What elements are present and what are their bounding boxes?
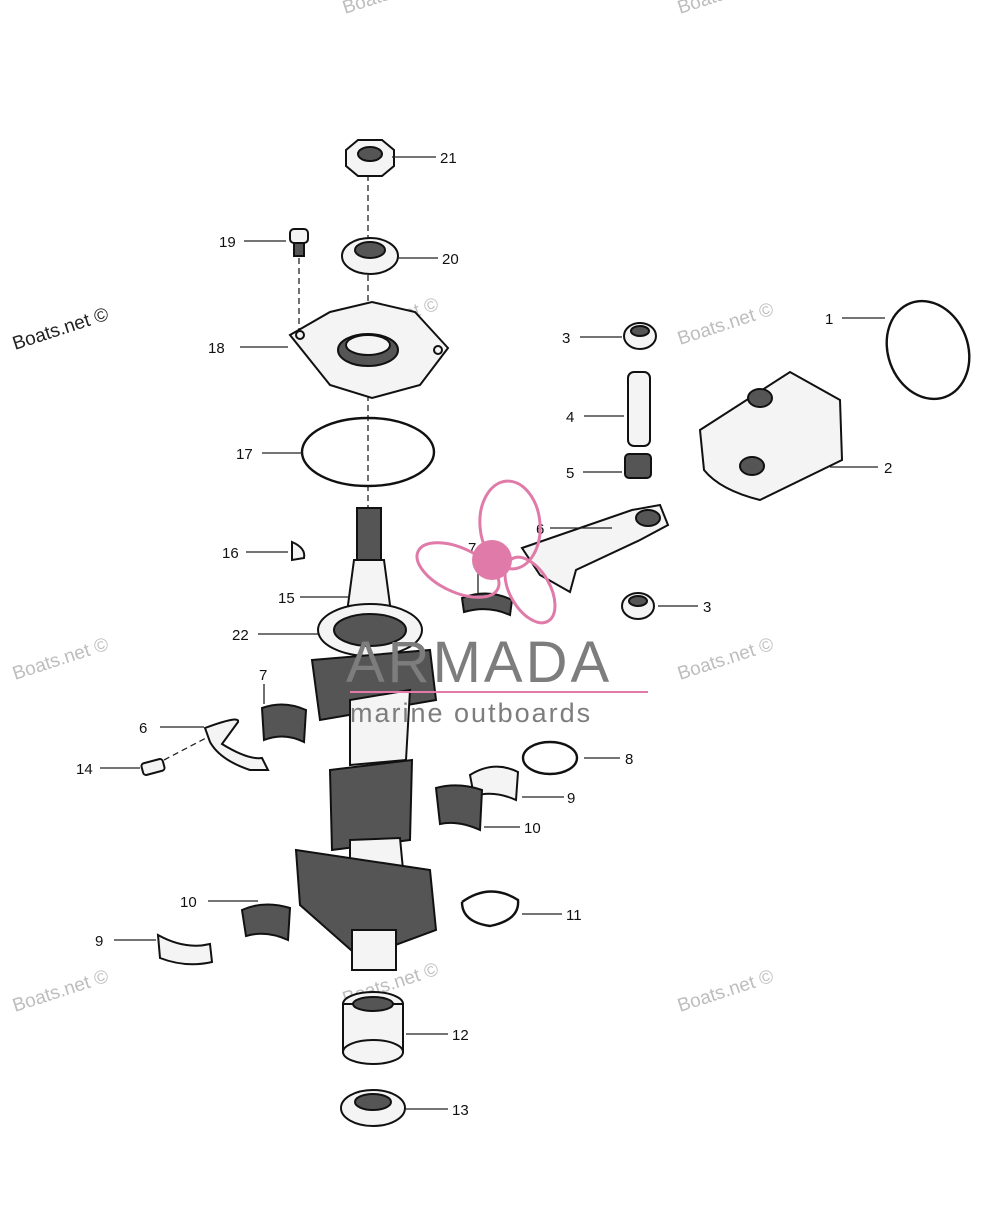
woodruff-key-part [291,540,306,562]
lower-seal-part [340,1089,406,1127]
connecting-rod-part [520,503,670,594]
callout-10: 10 [524,820,541,837]
watermark: Boats.net © [675,966,776,1017]
callout-6: 6 [139,720,147,737]
callout-20: 20 [442,251,459,268]
rod-bearing-cage-part [460,592,514,617]
callout-12: 12 [452,1027,469,1044]
callout-1: 1 [825,311,833,328]
callout-9: 9 [567,790,575,807]
retaining-ring-part [460,890,520,928]
logo-tagline: marine outboards [350,698,592,728]
callout-17: 17 [236,446,253,463]
roller-bearing-part [342,991,404,1065]
callout-5: 5 [566,465,574,482]
watermark: Boats.net © [675,634,776,685]
callout-4: 4 [566,409,574,426]
piston-pin-retainer-part [621,592,655,620]
callout-3: 3 [562,330,570,347]
seal-part [341,237,399,275]
armada-logo: ARMADA marine outboards [346,479,648,728]
retaining-ring-part [521,740,579,776]
crankshaft-part [294,507,438,971]
nut-part [345,139,395,177]
bearing-race-part [156,933,214,966]
callout-14: 14 [76,761,93,778]
callout-3: 3 [703,599,711,616]
watermark: Boats.net © [10,634,111,685]
logo-brand: ARMADA [346,630,612,695]
bearing-cage-part [240,903,292,942]
piston-pin-part [627,371,651,447]
callout-7: 7 [468,540,476,557]
watermark: Boats.net © [675,299,776,350]
top-cap-part [288,300,450,400]
callout-16: 16 [222,545,239,562]
bearing-cage-part [434,784,484,832]
piston-ring-part [885,299,971,401]
callout-7: 7 [259,667,267,684]
watermark: Boats.net © [10,966,111,1017]
callout-8: 8 [625,751,633,768]
callout-10: 10 [180,894,197,911]
callout-18: 18 [208,340,225,357]
rod-bearing-cage-part [260,703,308,744]
screw-part [289,228,309,257]
piston-pin-retainer-part [623,322,657,350]
watermark: Boats.net © [675,0,776,19]
piston-part [698,370,844,502]
o-ring-part [300,416,436,488]
callout-21: 21 [440,150,457,167]
callout-15: 15 [278,590,295,607]
rod-cap-screw-part [140,758,166,776]
callout-13: 13 [452,1102,469,1119]
propeller-icon [415,479,557,625]
callout-11: 11 [566,907,582,924]
needle-bearing-part [624,453,652,479]
watermark: Boats.net © [10,304,111,355]
rod-cap-part [203,718,270,771]
callout-2: 2 [884,460,892,477]
callout-22: 22 [232,627,249,644]
callout-19: 19 [219,234,236,251]
callout-9: 9 [95,933,103,950]
watermark: Boats.net © [340,0,441,19]
